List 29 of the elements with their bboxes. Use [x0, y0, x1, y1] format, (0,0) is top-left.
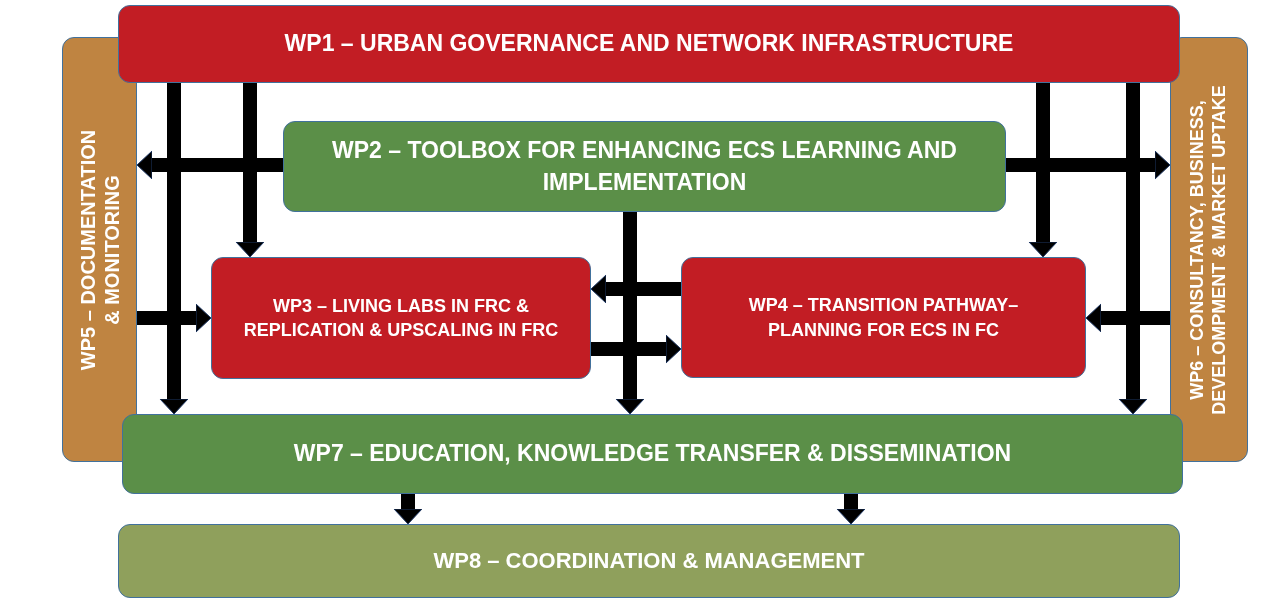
work-package-label: WP4 – TRANSITION PATHWAY– PLANNING FOR ECS IN FC — [747, 294, 1020, 342]
arrow — [615, 212, 645, 415]
arrow — [1028, 83, 1058, 258]
work-package-box — [283, 121, 1006, 212]
arrow — [136, 150, 283, 180]
arrow — [591, 334, 682, 364]
work-package-box — [211, 257, 591, 379]
arrow — [1006, 150, 1171, 180]
work-package-side-bar — [1170, 37, 1248, 462]
work-package-label: WP8 – COORDINATION & MANAGEMENT — [432, 547, 866, 576]
work-package-bar — [122, 414, 1183, 494]
work-package-bar — [118, 524, 1180, 598]
work-package-label: WP2 – TOOLBOX FOR ENHANCING ECS LEARNING AND IMPLEMENTATION — [331, 136, 958, 197]
work-package-box — [681, 257, 1086, 378]
arrow — [836, 494, 866, 525]
work-package-bar — [118, 5, 1180, 83]
work-package-label: WP6 – CONSULTANCY, BUSINESS, DEVELOMPMENT & MARKET UPTAKE — [1187, 83, 1230, 417]
work-package-label: WP5 – DOCUMENTATION & MONITORING — [75, 128, 124, 372]
work-package-label: WP7 – EDUCATION, KNOWLEDGE TRANSFER & DISSEMINATION — [292, 439, 1013, 469]
arrow — [159, 83, 189, 415]
arrow — [1085, 303, 1170, 333]
work-package-label: WP3 – LIVING LABS IN FRC & REPLICATION & UPSCALING IN FRC — [242, 294, 560, 342]
arrow — [393, 494, 423, 525]
arrow — [235, 83, 265, 258]
arrow — [590, 274, 681, 304]
work-package-label: WP1 – URBAN GOVERNANCE AND NETWORK INFRASTRUCTURE — [283, 29, 1015, 59]
arrow — [1118, 83, 1148, 415]
work-package-side-bar — [62, 37, 137, 462]
arrow — [137, 303, 212, 333]
